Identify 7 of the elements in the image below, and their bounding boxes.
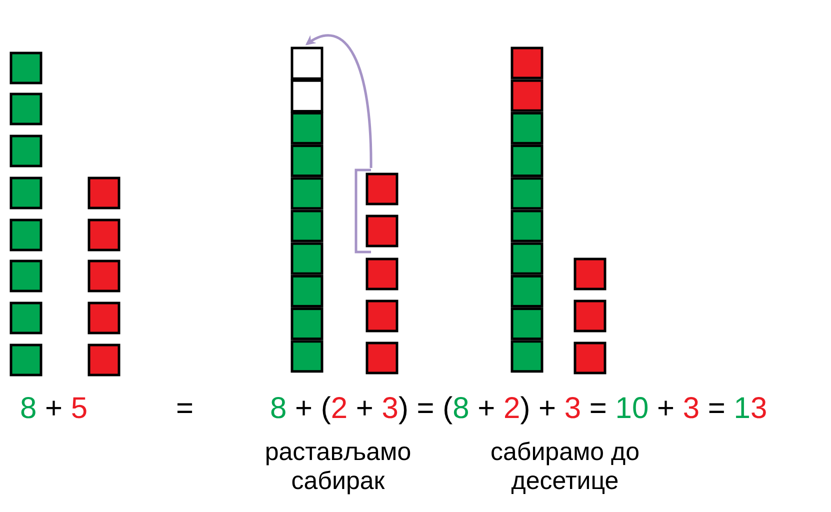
equation: 8 + (2 + 3) = (8 + 2) + 3 = 10 + 3 = 13 (270, 392, 768, 426)
annotation: растављамо сабирак (264, 438, 412, 496)
equation: 8 + 5 (20, 392, 88, 426)
equals-sign: = (176, 392, 194, 426)
annotation: сабирамо до десетице (489, 438, 641, 496)
bracketed-cube-pair (354, 168, 400, 254)
arrow (305, 34, 372, 168)
